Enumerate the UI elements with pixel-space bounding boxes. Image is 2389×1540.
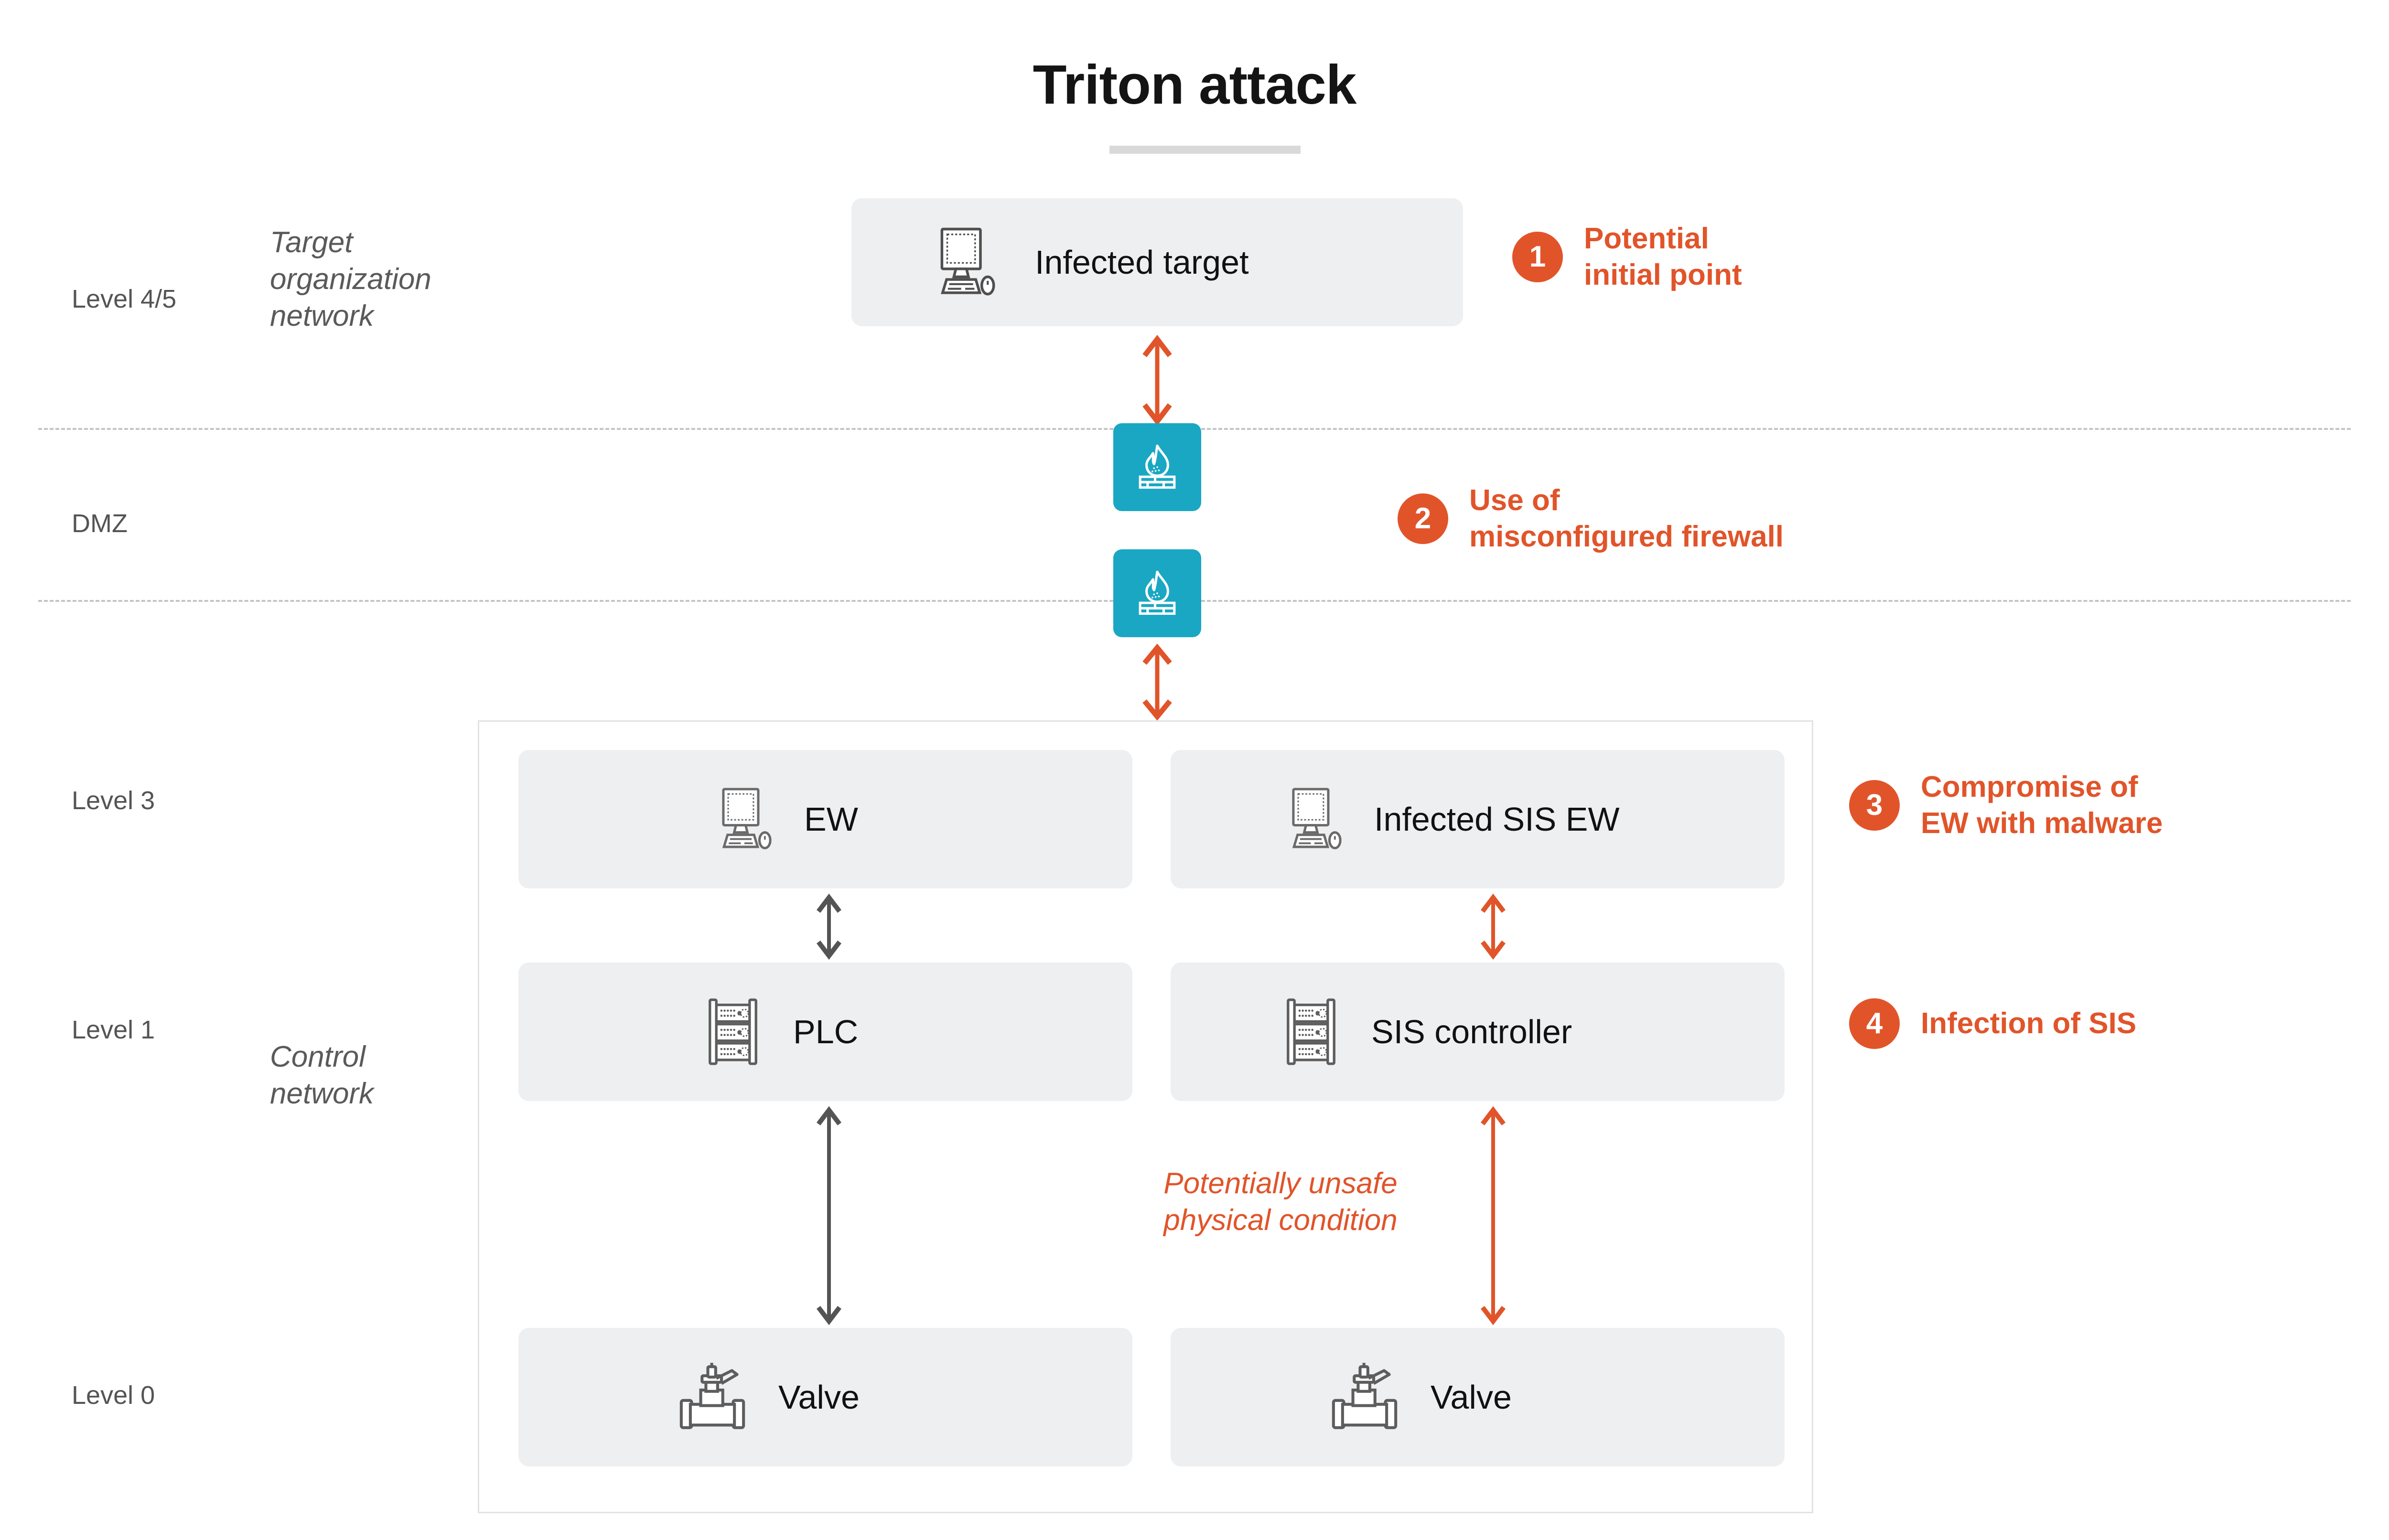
node-valve-right[interactable]: Valve	[1171, 1328, 1785, 1466]
step-text-1: Potential initial point	[1584, 222, 1742, 291]
page-title: Triton attack	[1033, 53, 1357, 116]
step-text-2: Use of misconfigured firewall	[1469, 484, 1784, 553]
server-rack-icon	[1285, 996, 1337, 1068]
node-plc[interactable]: PLC	[518, 962, 1132, 1101]
zone-label-control-network: Control network	[270, 1040, 374, 1110]
desktop-computer-icon	[932, 226, 999, 298]
arrow-sis-ew-to-sis-controller	[1476, 893, 1510, 962]
step-annotation-2: 2 Use of misconfigured firewall	[1398, 482, 1784, 555]
zone-label-target-organization-network: Target organization network	[270, 226, 431, 332]
node-infected-target[interactable]: Infected target	[851, 198, 1463, 326]
node-label-valve-left: Valve	[778, 1379, 860, 1416]
step-badge-4: 4	[1849, 998, 1900, 1049]
firewall-icon	[1139, 444, 1176, 489]
ball-valve-icon	[676, 1361, 749, 1433]
node-label-infected-sis-ew: Infected SIS EW	[1374, 801, 1620, 838]
firewall-lower[interactable]	[1113, 549, 1201, 637]
node-sis-controller[interactable]: SIS controller	[1171, 962, 1785, 1101]
node-ew[interactable]: EW	[518, 750, 1132, 888]
step-annotation-1: 1 Potential initial point	[1512, 221, 1742, 293]
level-label-level-0: Level 0	[72, 1381, 155, 1410]
step-text-4: Infection of SIS	[1921, 1007, 2137, 1040]
step-text-3: Compromise of EW with malware	[1921, 770, 2163, 840]
arrow-sis-controller-to-valve	[1476, 1106, 1510, 1328]
arrow-ew-to-plc	[812, 893, 846, 962]
node-label-valve-right: Valve	[1431, 1379, 1512, 1416]
control-network-frame	[478, 720, 1813, 1513]
step-badge-3: 3	[1849, 780, 1900, 831]
ball-valve-icon	[1328, 1361, 1401, 1433]
step-badge-1: 1	[1512, 231, 1563, 282]
arrow-firewall-to-control-network	[1137, 643, 1178, 723]
node-label-ew: EW	[804, 801, 858, 838]
arrow-plc-to-valve	[812, 1106, 846, 1328]
level-label-level-3: Level 3	[72, 786, 155, 815]
firewall-icon	[1139, 570, 1176, 615]
step-annotation-4: 4 Infection of SIS	[1849, 998, 2136, 1049]
desktop-computer-icon	[1284, 787, 1345, 852]
title-divider	[1109, 146, 1301, 154]
desktop-computer-icon	[714, 787, 775, 852]
arrow-target-to-firewall	[1137, 334, 1178, 428]
server-rack-icon	[707, 996, 759, 1068]
node-label-infected-target: Infected target	[1035, 244, 1249, 281]
firewall-upper[interactable]	[1113, 423, 1201, 511]
node-infected-sis-ew[interactable]: Infected SIS EW	[1171, 750, 1785, 888]
level-label-level-1: Level 1	[72, 1016, 155, 1044]
step-annotation-3: 3 Compromise of EW with malware	[1849, 769, 2163, 841]
node-label-sis-controller: SIS controller	[1371, 1013, 1572, 1050]
level-label-level-45: Level 4/5	[72, 285, 177, 313]
node-label-plc: PLC	[793, 1013, 859, 1050]
step-badge-2: 2	[1398, 493, 1448, 544]
annotation-unsafe-physical-condition: Potentially unsafe physical condition	[1163, 1167, 1398, 1237]
level-label-dmz: DMZ	[72, 509, 128, 538]
node-valve-left[interactable]: Valve	[518, 1328, 1132, 1466]
